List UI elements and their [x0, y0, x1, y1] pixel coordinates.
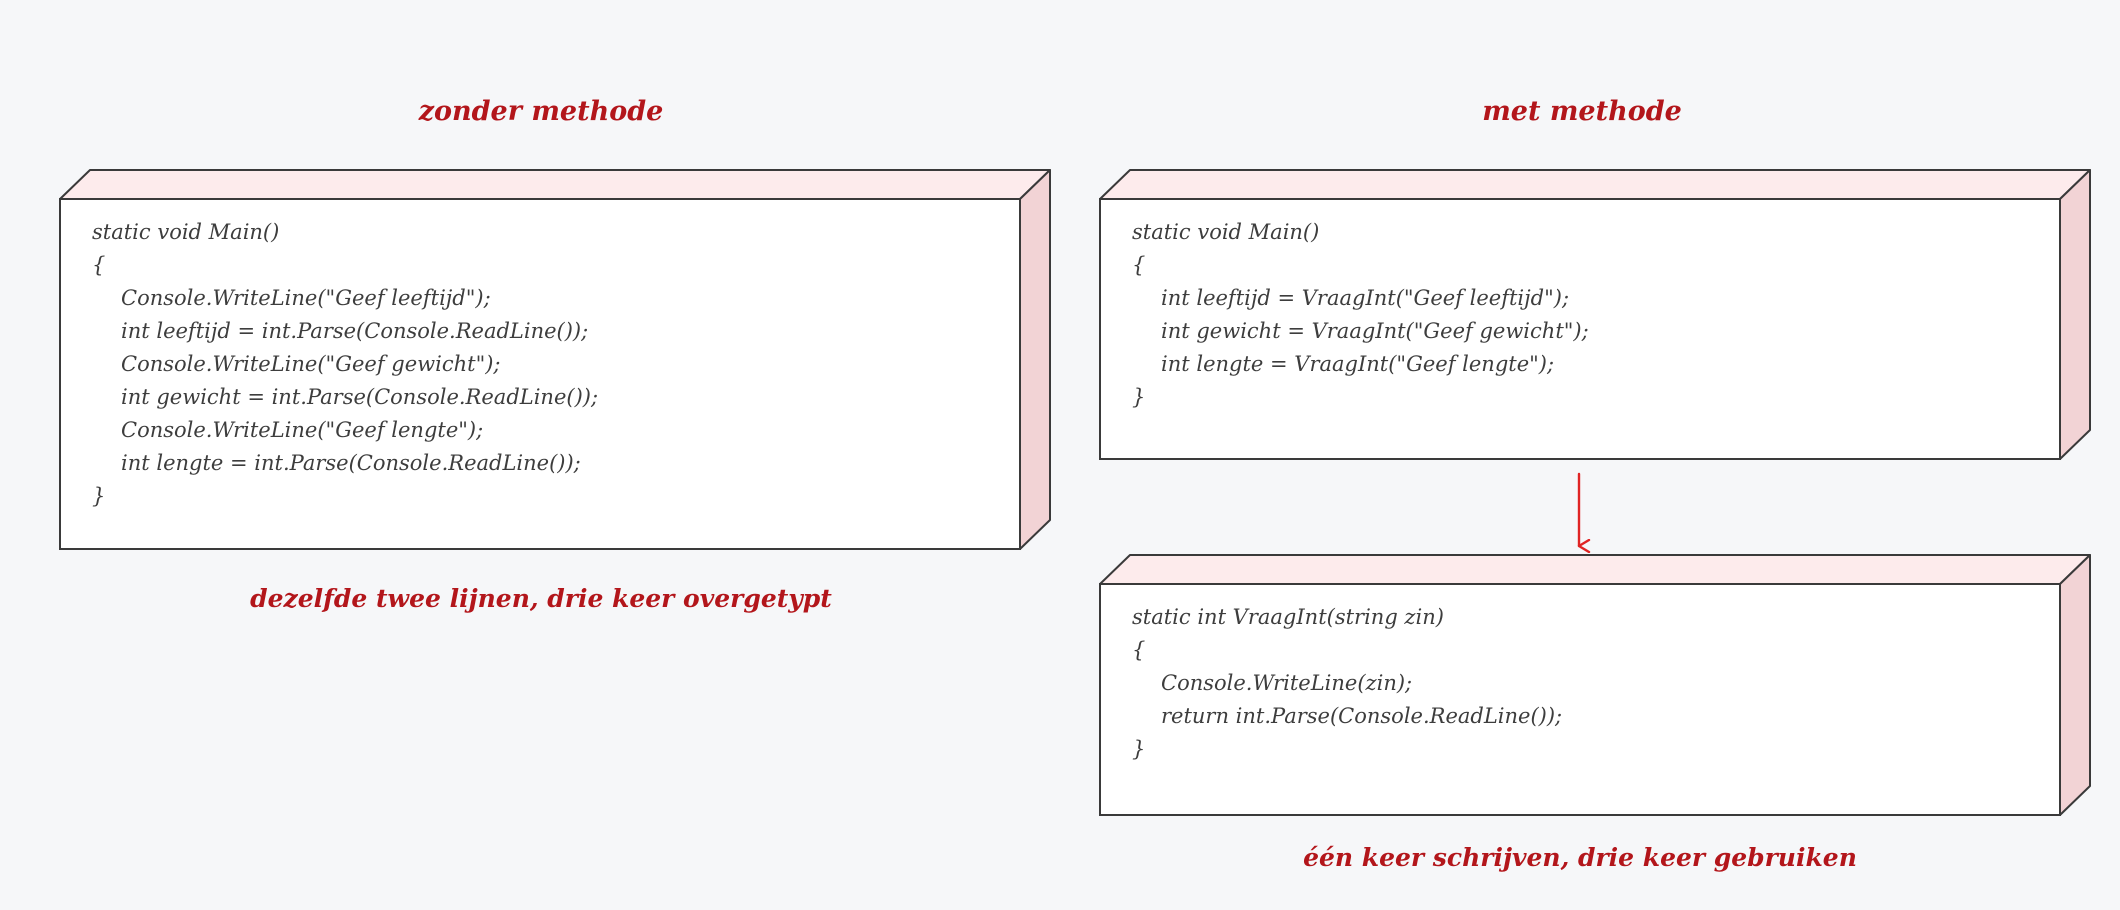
code-line: {: [1132, 638, 1146, 662]
code-line: {: [1132, 253, 1146, 277]
code-line: Console.WriteLine(zin);: [1161, 671, 1413, 695]
code-line: int lengte = int.Parse(Console.ReadLine(…: [121, 451, 581, 475]
code-line: int lengte = VraagInt("Geef lengte");: [1161, 352, 1555, 376]
heading-with-method: met methode: [1482, 96, 1682, 127]
code-line: int gewicht = int.Parse(Console.ReadLine…: [121, 385, 599, 409]
code-box-without-method: [59, 169, 1051, 550]
code-line: static int VraagInt(string zin): [1132, 605, 1444, 629]
box-side-face: [2059, 169, 2091, 460]
code-line: Console.WriteLine("Geef lengte");: [121, 418, 484, 442]
code-line: Console.WriteLine("Geef gewicht");: [121, 352, 501, 376]
box-side-face: [2059, 554, 2091, 816]
box-top-face: [59, 169, 1051, 200]
code-line: }: [1132, 737, 1146, 761]
code-block-main-with-method: static void Main() { int leeftijd = Vraa…: [1132, 216, 1589, 414]
code-line: }: [1132, 385, 1146, 409]
code-block-without-method: static void Main() { Console.WriteLine("…: [92, 216, 598, 513]
box-top-face: [1099, 554, 2091, 585]
code-line: int leeftijd = VraagInt("Geef leeftijd")…: [1161, 286, 1570, 310]
box-top-face: [1099, 169, 2091, 200]
code-block-vraagint-method: static int VraagInt(string zin) { Consol…: [1132, 601, 1562, 766]
caption-with-method: één keer schrijven, drie keer gebruiken: [1303, 843, 1857, 872]
box-front-face: [1099, 583, 2061, 816]
code-line: static void Main(): [92, 220, 280, 244]
box-side-face: [1019, 169, 1051, 550]
code-line: Console.WriteLine("Geef leeftijd");: [121, 286, 491, 310]
code-line: }: [92, 484, 106, 508]
code-line: return int.Parse(Console.ReadLine());: [1161, 704, 1563, 728]
heading-without-method: zonder methode: [418, 96, 664, 127]
code-line: {: [92, 253, 106, 277]
code-box-main-with-method: [1099, 169, 2091, 460]
box-front-face: [59, 198, 1021, 550]
code-line: int leeftijd = int.Parse(Console.ReadLin…: [121, 319, 589, 343]
caption-without-method: dezelfde twee lijnen, drie keer overgety…: [250, 584, 832, 613]
code-box-vraagint-method: [1099, 554, 2091, 816]
code-line: int gewicht = VraagInt("Geef gewicht");: [1161, 319, 1589, 343]
code-line: static void Main(): [1132, 220, 1320, 244]
box-front-face: [1099, 198, 2061, 460]
